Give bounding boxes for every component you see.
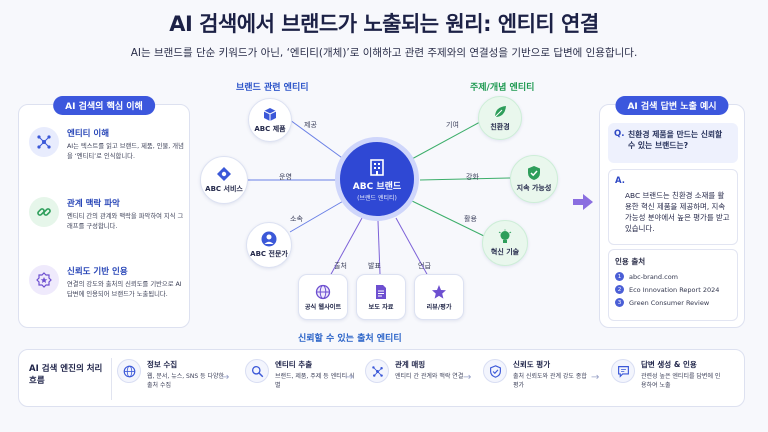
edge-label-service: 운영 [279,173,292,181]
document-icon [376,284,386,299]
topic-section-label: 주제/개념 엔티티 [470,83,535,93]
left-item-entity: 엔티티 이해 AI는 텍스트를 읽고 브랜드, 제품, 인물, 개념을 ‘엔티티… [29,127,185,161]
process-flow: AI 검색 엔진의 처리 흐름 정보 수집 웹, 문서, 뉴스, SNS 등 다… [18,349,745,407]
edge-label-site: 출처 [334,262,347,270]
box-icon [263,108,277,121]
edge-label-sustain: 강화 [466,173,479,181]
page-subtitle: AI는 브랜드를 단순 키워드가 아닌, ‘엔티티(개체)’로 이해하고 관련 … [130,47,638,59]
edge-line-eco [409,121,481,161]
edge-line-product [289,119,346,161]
edge-label-tech: 활용 [464,215,477,223]
flow-arrow: → [221,372,230,383]
node-abc-product: ABC 제품 [248,98,292,142]
edge-label-review: 언급 [418,262,431,270]
globe-icon [315,284,331,299]
right-panel-header: AI 검색 답변 노출 예시 [615,96,729,115]
flow-arrow: → [591,372,600,383]
star-icon [432,284,446,299]
globe-icon [117,359,141,383]
edge-label-press: 발표 [368,262,381,270]
page-title: AI 검색에서 브랜드가 노출되는 원리: 엔티티 연결 [169,12,599,36]
sources-box: 인용 출처 1 abc-brand.com 2 Eco Innovation R… [608,249,738,321]
graph-icon [365,359,389,383]
source-section-label: 신뢰할 수 있는 출처 엔티티 [298,334,402,344]
node-abc-expert: ABC 전문가 [246,222,292,268]
shield-check-icon [528,166,540,180]
question-box: Q. 친환경 제품을 만드는 신뢰할 수 있는 브랜드는? [608,123,738,163]
chat-icon [611,359,635,383]
badge-star-icon [29,265,59,295]
node-innovation: 혁신 기술 [482,220,528,266]
divider [111,358,112,400]
answer-box: A. ABC 브랜드는 친환경 소재를 활용한 혁신 제품을 제공하며, 지속 … [608,169,738,245]
node-press-release: 보도 자료 [356,274,406,320]
arrow-right-icon [573,194,593,210]
search-icon [245,359,269,383]
edge-label-eco: 기여 [446,121,459,129]
edge-label-expert: 소속 [290,215,303,223]
center-title: ABC 브랜드 [352,181,402,192]
source-item: 3 Green Consumer Review [615,298,731,307]
right-panel: AI 검색 답변 노출 예시 Q. 친환경 제품을 만드는 신뢰할 수 있는 브… [599,96,745,328]
edge-label-product: 제공 [304,121,317,129]
left-panel-header: AI 검색의 핵심 이해 [53,96,155,115]
question-text: 친환경 제품을 만드는 신뢰할 수 있는 브랜드는? [628,130,723,150]
flow-step-mapping: 관계 매핑 엔티티 간 관계와 맥락 연결 [365,359,475,383]
node-official-site: 공식 웹사이트 [298,274,348,320]
service-tag-icon [217,167,231,181]
shield-check-icon [483,359,507,383]
building-icon [370,158,384,176]
source-item: 2 Eco Innovation Report 2024 [615,285,731,294]
person-icon [261,231,277,247]
left-panel: AI 검색의 핵심 이해 엔티티 이해 AI는 텍스트를 읽고 브랜드, 제품,… [18,96,190,328]
edge-line-sustain [419,177,511,181]
node-abc-service: ABC 서비스 [200,156,248,204]
node-sustainability: 지속 가능성 [510,155,558,203]
flow-step-trust: 신뢰도 평가 출처 신뢰도와 관계 강도 종합 평가 [483,359,593,390]
network-icon [29,127,59,157]
flow-step-collect: 정보 수집 웹, 문서, 뉴스, SNS 등 다양한 출처 수집 [117,359,227,390]
flow-arrow: → [463,372,472,383]
flow-step-answer: 답변 생성 & 인용 관련성 높은 엔티티를 답변에 인용하여 노출 [611,359,721,390]
lightbulb-icon [498,229,512,243]
left-item-trust: 신뢰도 기반 인용 연결의 강도와 출처의 신뢰도를 기반으로 AI 답변에 인… [29,265,185,299]
answer-text: ABC 브랜드는 친환경 소재를 활용한 혁신 제품을 제공하며, 지속 가능성… [625,191,730,233]
brand-section-label: 브랜드 관련 엔티티 [236,83,309,93]
leaf-icon [494,106,506,118]
node-eco: 친환경 [478,96,522,140]
flow-arrow: → [345,372,354,383]
flow-header: AI 검색 엔진의 처리 흐름 [29,364,103,386]
center-subtitle: (브랜드 엔티티) [357,194,397,202]
source-item: 1 abc-brand.com [615,272,731,281]
node-reviews: 리뷰/평가 [414,274,464,320]
flow-step-extract: 엔티티 추출 브랜드, 제품, 주제 등 엔티티 식별 [245,359,355,390]
link-icon [29,197,59,227]
left-item-relation: 관계 맥락 파악 엔티티 간의 관계와 맥락을 파악하여 지식 그래프를 구성합… [29,197,185,231]
brand-center-node: ABC 브랜드 (브랜드 엔티티) [335,137,419,221]
